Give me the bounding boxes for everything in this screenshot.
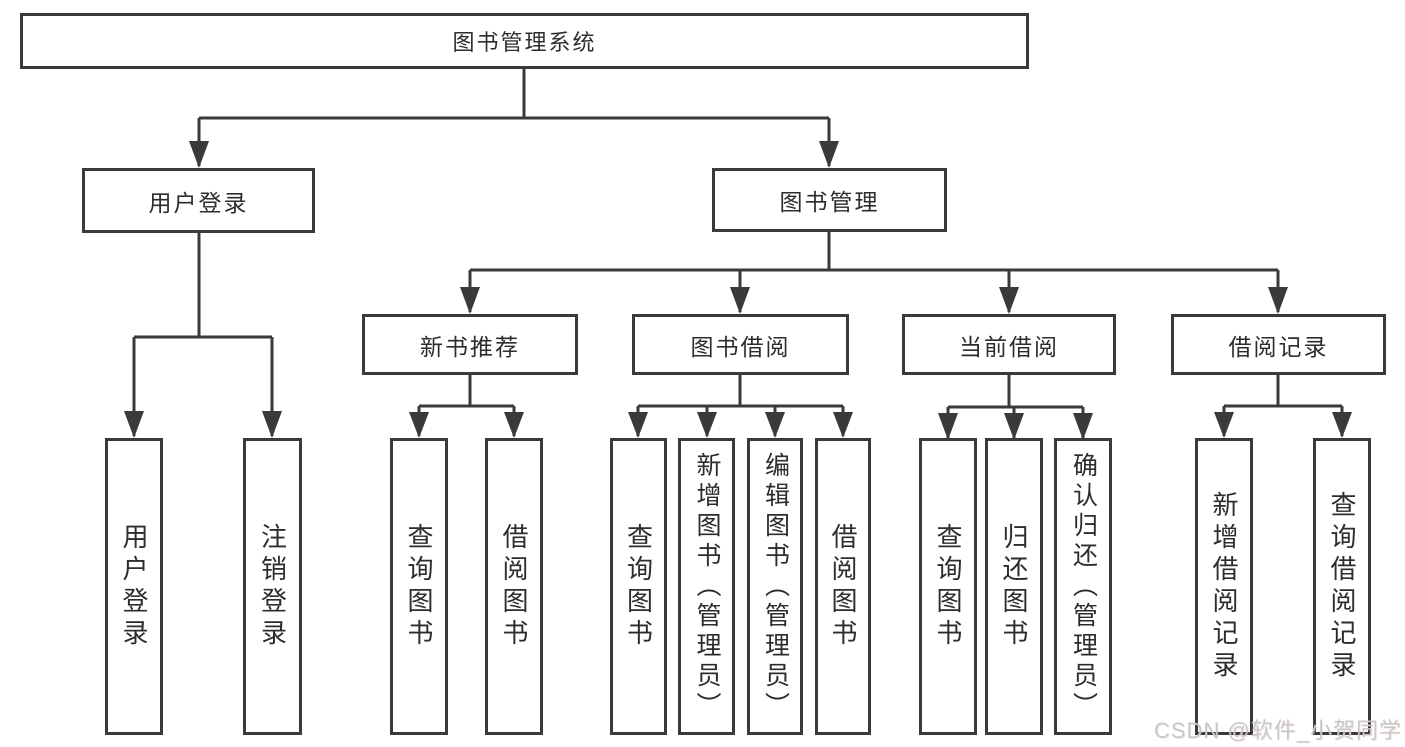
leaf-confirm-return-admin: 确认归还（管理员）	[1054, 438, 1112, 735]
leaf-query-borrowing-record: 查询借阅记录	[1313, 438, 1371, 735]
leaf-add-books-admin: 新增图书（管理员）	[678, 438, 735, 735]
leaf-borrow-books-recommend: 借阅图书	[485, 438, 543, 735]
node-user-login: 用户登录	[82, 168, 315, 233]
leaf-query-books-recommend: 查询图书	[390, 438, 448, 735]
node-book-management: 图书管理	[712, 168, 947, 232]
node-borrowing-records: 借阅记录	[1171, 314, 1386, 375]
leaf-edit-books-admin: 编辑图书（管理员）	[747, 438, 803, 735]
arrowheads	[124, 141, 1352, 440]
node-library-management-system: 图书管理系统	[20, 13, 1029, 69]
node-new-book-recommendation: 新书推荐	[362, 314, 578, 375]
leaf-borrow-books-borrowing: 借阅图书	[815, 438, 871, 735]
csdn-watermark: CSDN @软件_小贺同学	[1153, 718, 1402, 743]
leaf-return-books: 归还图书	[985, 438, 1043, 735]
leaf-add-borrowing-record: 新增借阅记录	[1195, 438, 1253, 735]
node-current-borrowing: 当前借阅	[902, 314, 1116, 375]
leaf-user-login: 用户登录	[105, 438, 163, 735]
leaf-logout: 注销登录	[243, 438, 302, 735]
node-book-borrowing: 图书借阅	[632, 314, 849, 375]
leaf-query-books-borrowing: 查询图书	[610, 438, 667, 735]
leaf-query-books-current: 查询图书	[919, 438, 977, 735]
